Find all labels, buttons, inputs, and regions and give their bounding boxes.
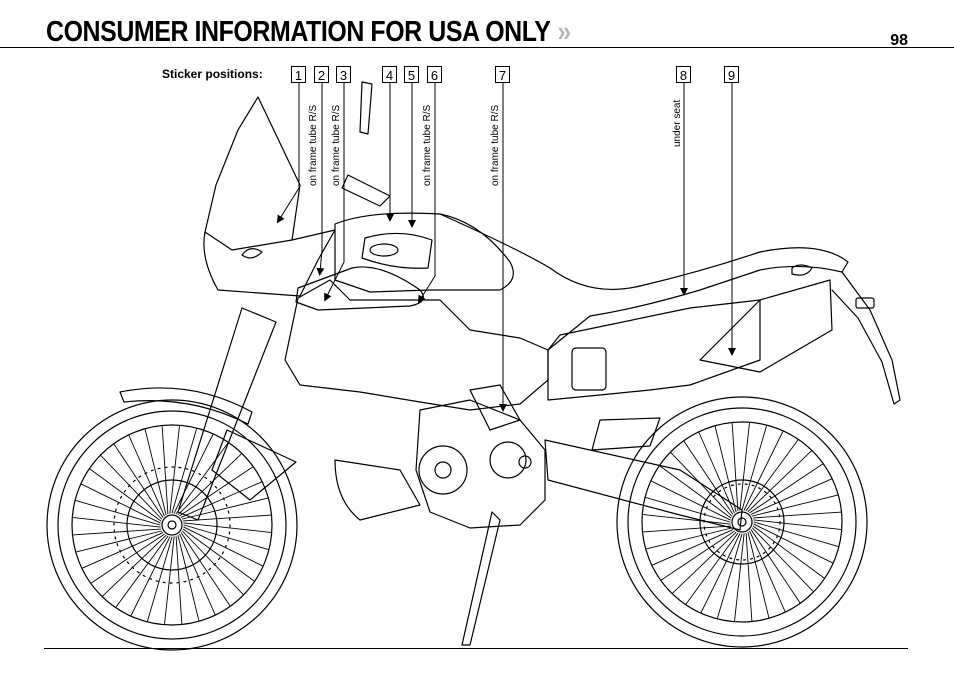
side-panel [284,279,549,411]
page-title-text: CONSUMER INFORMATION FOR USA ONLY [46,16,551,48]
sticker-marker-9: 9 [724,66,739,83]
front-fender [119,387,253,425]
rear-brake-disc [703,483,781,561]
sticker-marker-2: 2 [314,66,329,83]
windscreen [204,96,301,251]
footer-rule [44,648,908,649]
fuel-tank [334,212,514,293]
page-number: 98 [890,32,908,49]
wheel-spokes [71,421,843,626]
rear-wheel [616,396,868,648]
sticker-marker-8: 8 [676,66,691,83]
sticker-marker-7: 7 [495,66,510,83]
rear-side-panel [547,299,761,401]
exhaust [699,279,833,373]
front-wheel [46,399,298,651]
rear-fender [831,271,901,405]
front-brake-disc [113,466,231,584]
sticker-marker-4: 4 [382,66,397,83]
leader-line-3 [324,83,345,302]
skid-plate [334,459,421,521]
leader-line-1 [276,83,300,224]
sticker-positions-label: Sticker positions: [162,67,263,81]
header-rule [0,47,954,48]
side-stand [461,511,501,646]
seat [439,213,849,351]
front-fork [177,307,277,521]
leader-line-6 [417,83,436,304]
sticker-marker-5: 5 [404,66,419,83]
front-fairing [203,229,336,297]
swingarm [544,439,743,531]
sticker-marker-1: 1 [291,66,306,83]
sticker-marker-6: 6 [427,66,442,83]
engine [415,399,546,529]
page-title: CONSUMER INFORMATION FOR USA ONLY» [46,16,571,49]
leader-line-2 [316,83,325,276]
sticker-marker-3: 3 [336,66,351,83]
chevron-icon: » [557,16,571,48]
